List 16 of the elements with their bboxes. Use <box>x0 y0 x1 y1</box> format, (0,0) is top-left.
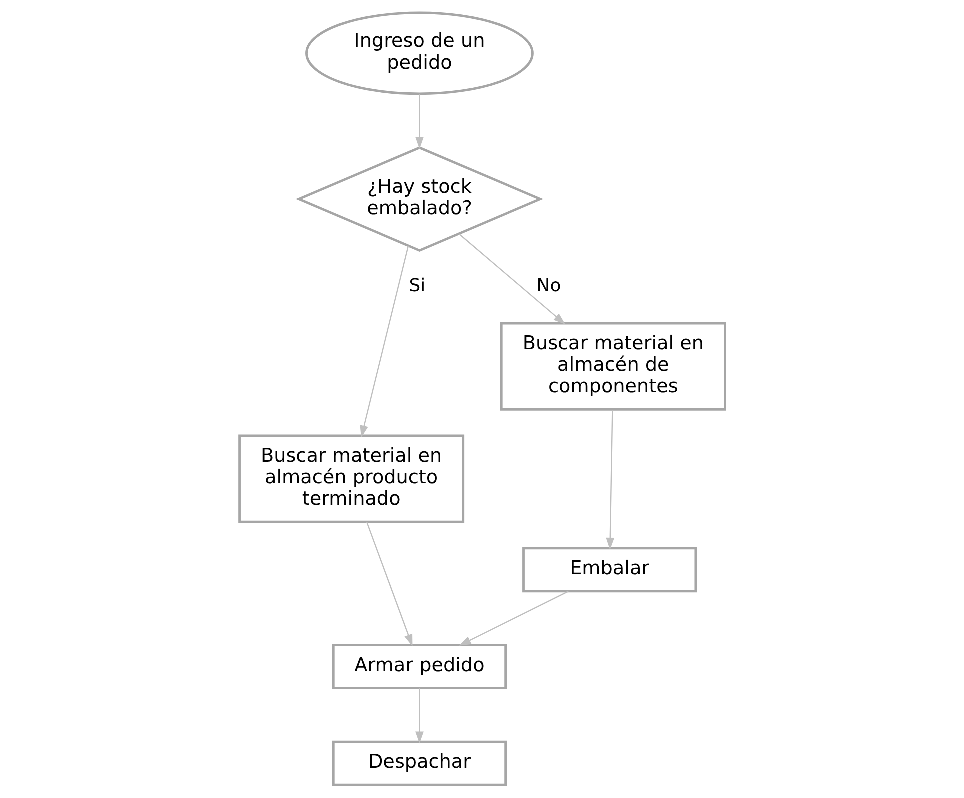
node-box: Buscar material en almacén de componentes <box>500 322 726 411</box>
node-ellipse: Ingreso de un pedido <box>305 12 534 96</box>
arrow <box>415 94 424 150</box>
arrow <box>458 234 566 325</box>
edge-label: Si <box>408 275 426 296</box>
arrow <box>360 246 409 438</box>
node-box: Despachar <box>332 740 506 786</box>
edge-label: No <box>536 275 561 296</box>
node-box: Buscar material en almacén producto terminado <box>238 434 464 524</box>
arrow <box>458 591 568 646</box>
node-box: Embalar <box>522 547 697 593</box>
arrow <box>415 688 424 744</box>
node-box: Armar pedido <box>332 644 506 690</box>
arrow <box>366 522 412 647</box>
arrow <box>606 410 614 550</box>
node-diamond: ¿Hay stock embalado? <box>295 146 544 252</box>
